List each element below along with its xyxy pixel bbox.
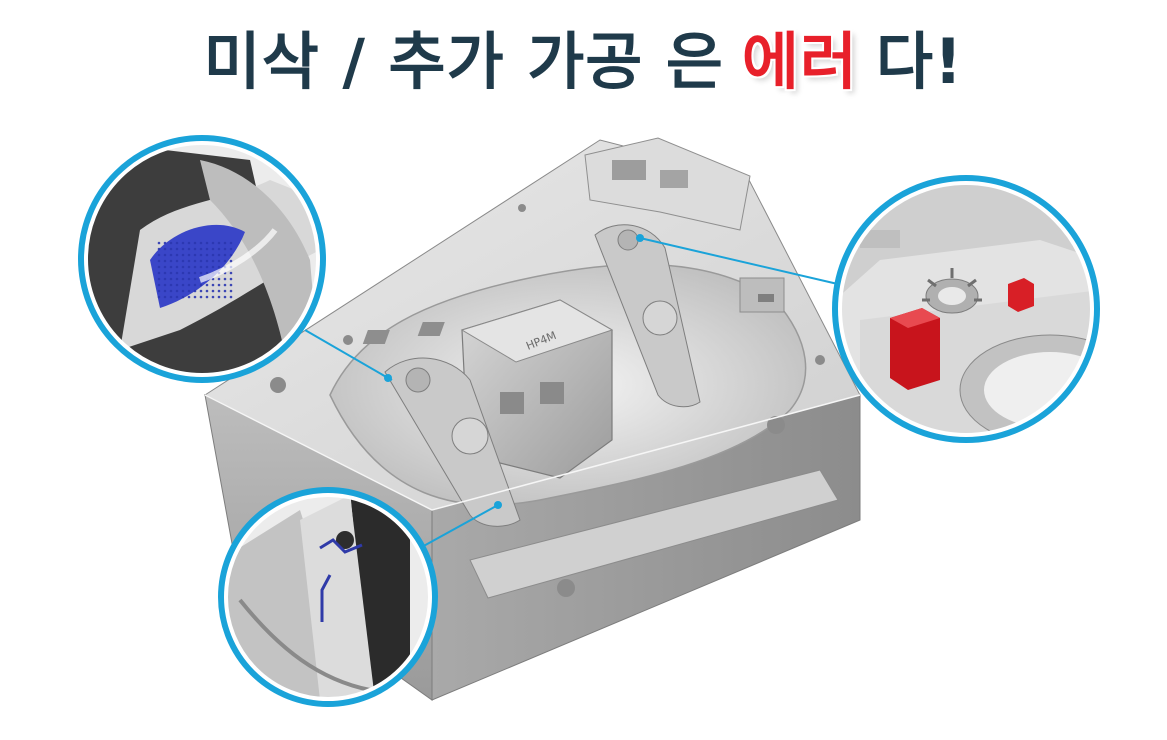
title-highlight-error: 에러: [741, 25, 859, 98]
callout-unmachined-edge: [218, 487, 438, 707]
leader-lines: [304, 237, 843, 549]
callout-ring: [218, 487, 438, 707]
mold-base: HP4M: [203, 137, 861, 701]
callout-extra-machining: [832, 175, 1100, 443]
title-text-main: 미삭 / 추가 가공 은: [203, 25, 724, 98]
callout-ring: [832, 175, 1100, 443]
callout-unmachined-surface: [78, 135, 326, 383]
extra-machining-marker-red: [890, 308, 940, 390]
unmachined-marker-blue: [319, 538, 363, 554]
title-text-end: 다!: [876, 25, 964, 98]
callout-ring: [78, 135, 326, 383]
leader-dots: [384, 234, 644, 509]
